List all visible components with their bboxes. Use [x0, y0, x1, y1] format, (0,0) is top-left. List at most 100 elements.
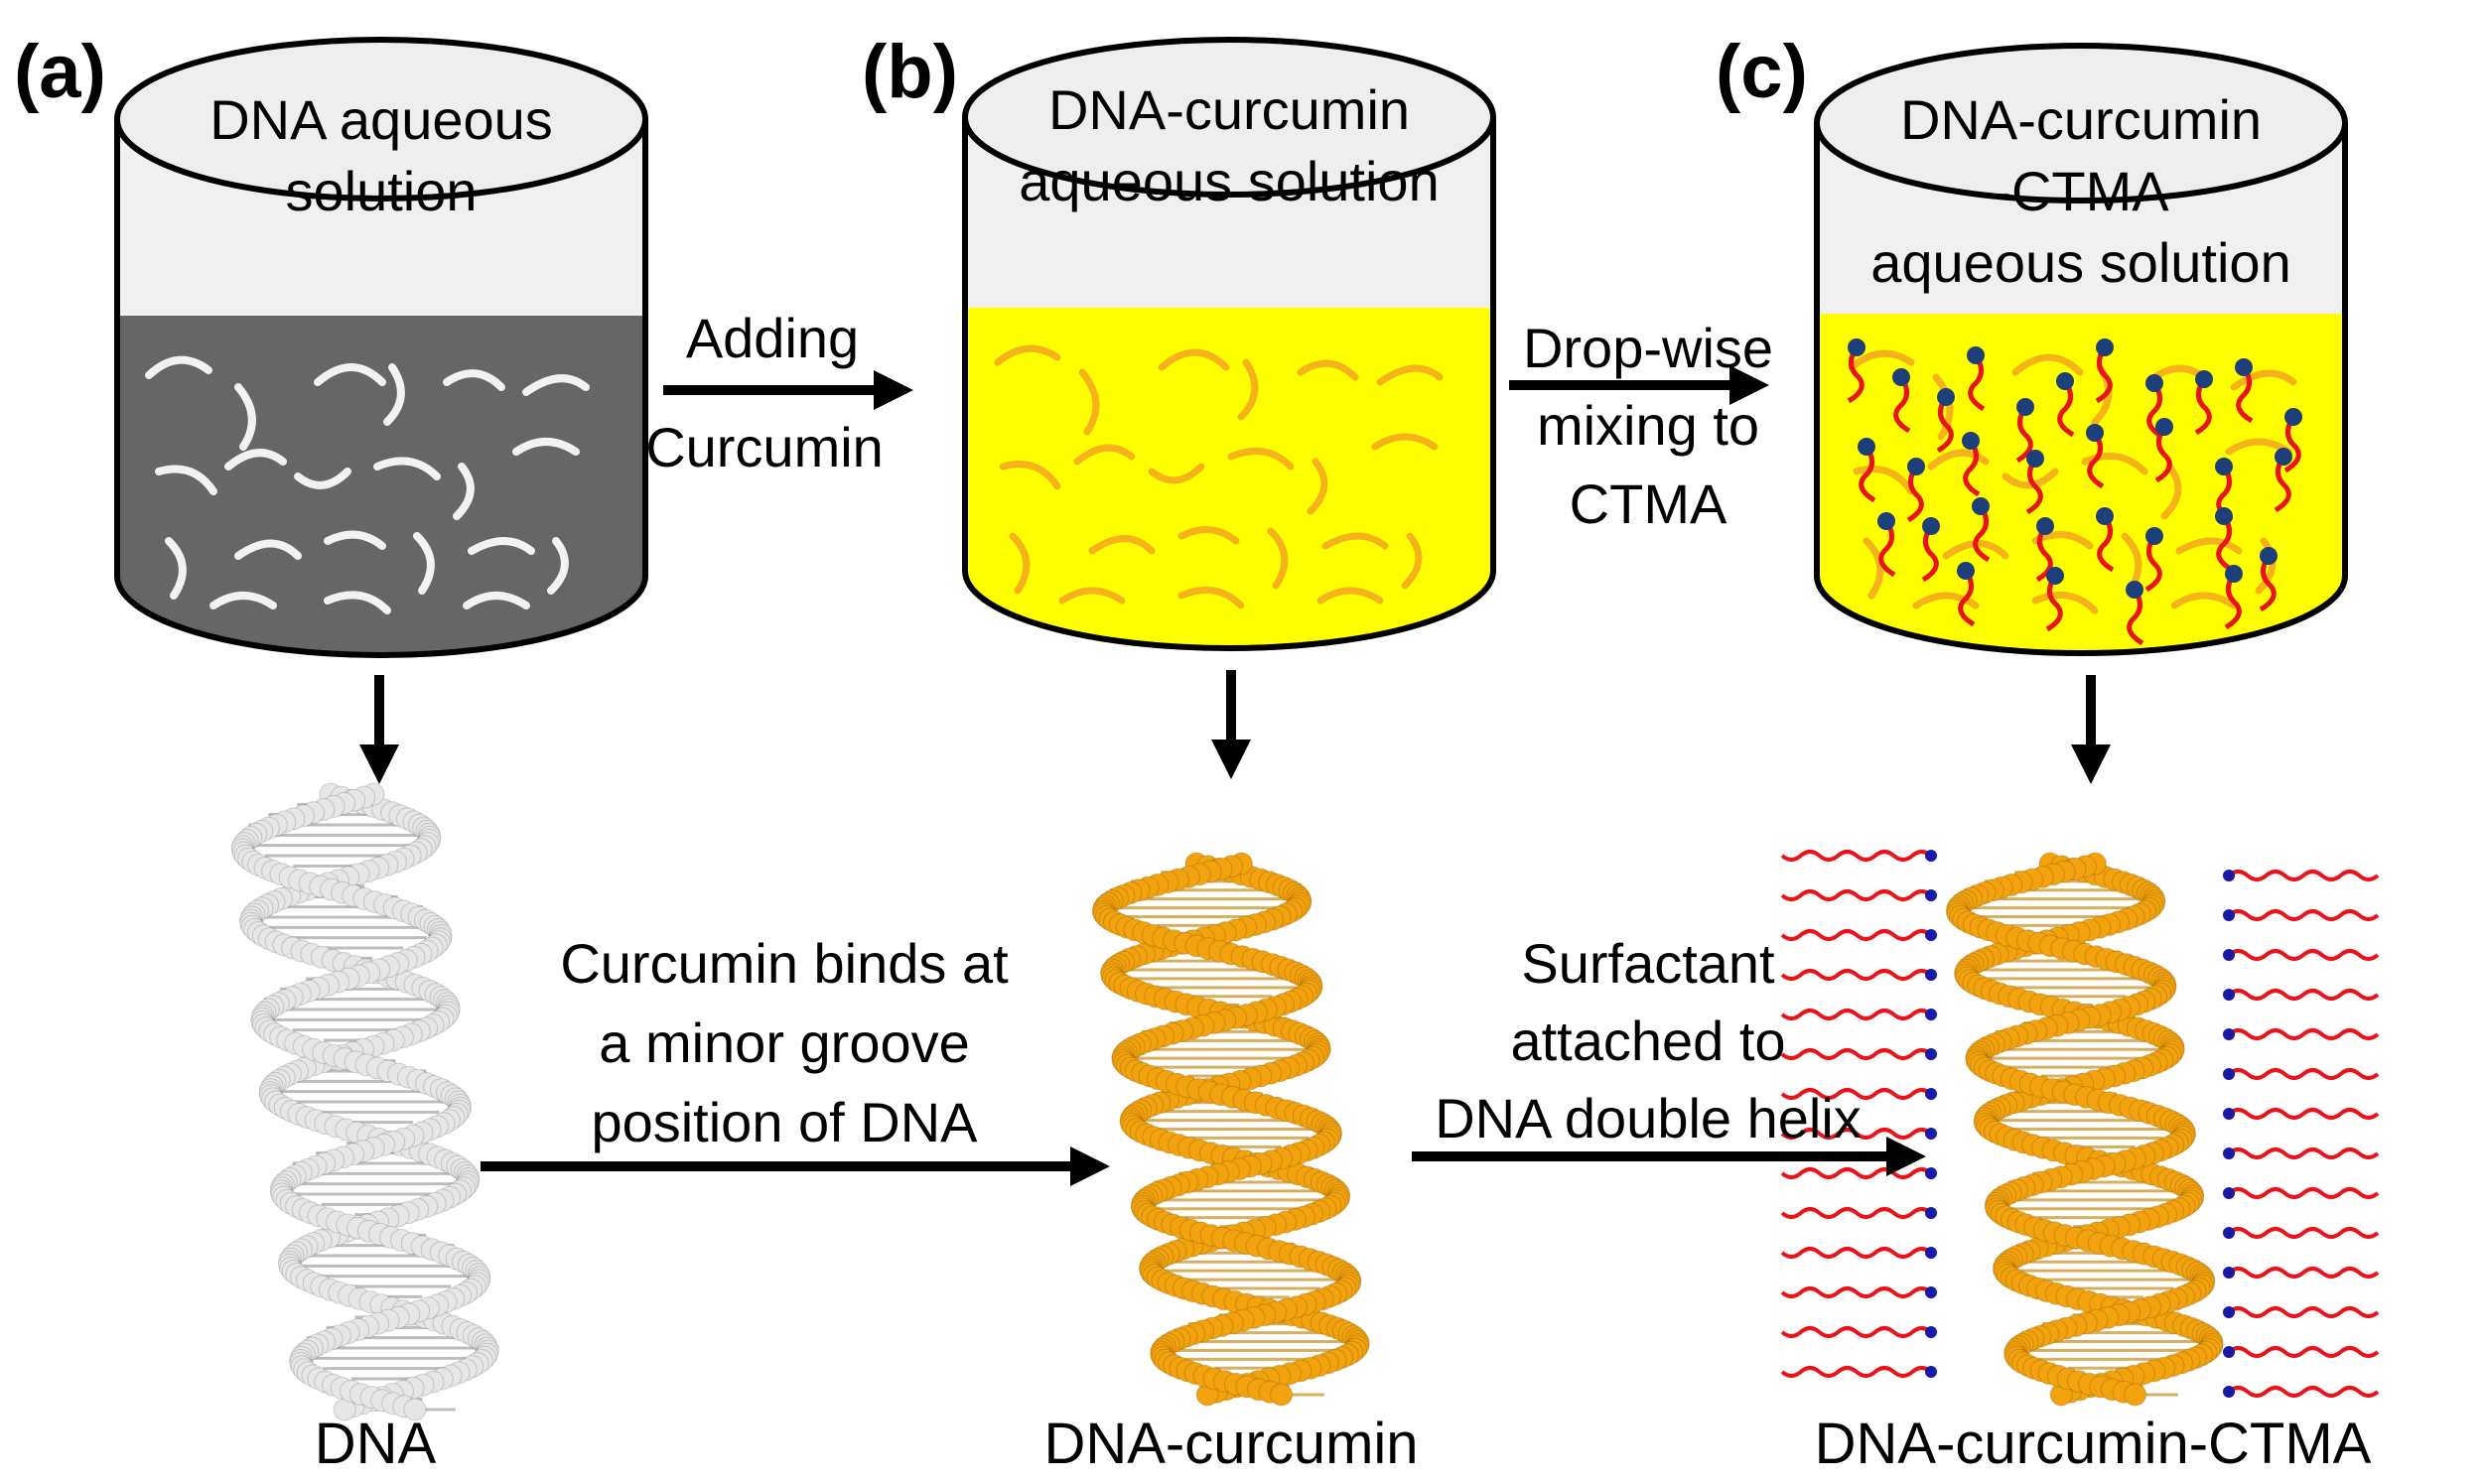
- surfactant-tail: [1780, 889, 1933, 901]
- surfactant-head: [1925, 1048, 1937, 1060]
- surfactant-head: [2086, 424, 2104, 442]
- surfactant-tail: [1921, 524, 1939, 583]
- surfactant-head: [2215, 458, 2233, 475]
- surfactant-head: [2223, 1108, 2235, 1120]
- surfactant-tail: [2224, 572, 2242, 630]
- step-label-mixing-to: mixing to: [1537, 394, 1759, 457]
- surfactant-head: [2260, 547, 2278, 565]
- step-label-adding: Adding: [686, 307, 859, 369]
- surfactant-tail: [2227, 1187, 2380, 1199]
- surfactant-head: [1925, 1247, 1937, 1259]
- surfactant-tail: [1893, 375, 1911, 434]
- surfactant-tail: [2035, 524, 2053, 583]
- surfactant-tail: [1847, 345, 1864, 404]
- surfactant-head: [2016, 398, 2034, 416]
- surfactant-head: [1922, 517, 1940, 535]
- surfactant-tail: [2227, 870, 2380, 881]
- container-b-wall: [962, 119, 1496, 651]
- container-a-text-2: solution: [285, 160, 477, 222]
- surfactant-tail: [2227, 1267, 2380, 1279]
- surfactant-head: [1858, 438, 1875, 456]
- surfactant-tail: [2087, 431, 2105, 489]
- surfactant-head: [1892, 368, 1910, 386]
- surfactant-head: [1925, 1128, 1937, 1140]
- helix-bead: [2124, 1383, 2147, 1407]
- surfactant-tail: [2227, 1386, 2380, 1398]
- surfactant-head: [1967, 346, 1985, 364]
- surfactant-tail: [1780, 929, 1933, 941]
- surfactant-head: [1907, 458, 1925, 475]
- surfactant-tail: [1780, 1366, 1933, 1378]
- step-label-surfactant-3: DNA double helix: [1435, 1087, 1862, 1149]
- surfactant-head: [1962, 432, 1980, 450]
- dna-fragments-c: [1848, 349, 2297, 614]
- surfactant-head: [2215, 507, 2233, 525]
- surfactant-tail: [1780, 850, 1933, 862]
- surfactant-head: [1925, 889, 1937, 901]
- surfactant-head: [2223, 1267, 2235, 1279]
- surfactant-head: [2223, 1187, 2235, 1199]
- surfactant-head: [2096, 507, 2114, 525]
- surfactant-head: [1972, 497, 1990, 515]
- surfactant-head: [1925, 969, 1937, 981]
- step-label-surfactant-1: Surfactant: [1521, 932, 1775, 995]
- surfactant-head: [2223, 1386, 2235, 1398]
- surfactant-tail: [2227, 989, 2380, 1001]
- step-label-dropwise: Drop-wise: [1523, 317, 1773, 379]
- surfactant-head: [1925, 1167, 1937, 1179]
- surfactant-tail: [1973, 504, 1991, 563]
- helix-dna: [230, 782, 499, 1421]
- helix-bead: [1270, 1383, 1294, 1407]
- surfactant-tail: [2194, 377, 2212, 436]
- surfactant-head: [2284, 408, 2302, 426]
- product-label-dna-curcumin-ctma: DNA-curcumin-CTMA: [1815, 1412, 2372, 1476]
- surfactant-tail: [2097, 514, 2115, 573]
- surfactant-tail: [2146, 381, 2164, 440]
- panel-label-a: (a): [14, 30, 106, 114]
- surfactant-tail: [2025, 457, 2043, 515]
- container-b-text-1: DNA-curcumin: [1048, 78, 1410, 141]
- surfactant-tail: [1780, 1009, 1933, 1020]
- dna-fragments-b: [994, 344, 1444, 609]
- helix-bead: [403, 1398, 427, 1421]
- surfactant-molecules-c: [1847, 338, 2302, 646]
- surfactant-head: [2223, 949, 2235, 961]
- surfactant-head: [2036, 517, 2054, 535]
- panel-label-b: (b): [862, 30, 958, 114]
- surfactant-tail: [2227, 1028, 2380, 1040]
- container-a: [114, 37, 648, 658]
- product-label-dna: DNA: [315, 1412, 437, 1476]
- surfactant-tail: [1780, 1048, 1933, 1060]
- surfactant-tail: [1878, 519, 1896, 578]
- surfactant-head: [2056, 372, 2074, 390]
- surfactant-head: [2126, 581, 2143, 599]
- surfactant-tail: [1906, 465, 1924, 523]
- surfactant-tail: [1780, 1247, 1933, 1259]
- surfactant-head: [2223, 1028, 2235, 1040]
- surfactant-tail: [2259, 554, 2277, 612]
- surfactant-head: [2026, 450, 2044, 468]
- dna-fragments-a: [145, 355, 590, 614]
- surfactant-head: [1877, 512, 1895, 530]
- surfactant-head: [2223, 1227, 2235, 1239]
- container-a-lid: [114, 37, 648, 202]
- surfactant-head: [2145, 527, 2163, 545]
- surfactant-tail: [1963, 439, 1981, 497]
- surfactant-head: [2223, 989, 2235, 1001]
- surfactant-head: [2195, 370, 2213, 388]
- surfactant-tail: [2227, 1147, 2380, 1159]
- surfactant-head: [1848, 338, 1865, 356]
- surfactant-tail: [2216, 514, 2234, 573]
- surfactant-head: [1937, 388, 1955, 406]
- surfactant-tail: [2057, 379, 2075, 438]
- panel-label-c: (c): [1716, 30, 1808, 114]
- step-label-binds-1: Curcumin binds at: [560, 932, 1009, 995]
- surfactant-tail: [2236, 365, 2254, 424]
- container-c-text-2: -CTMA: [1993, 160, 2169, 222]
- surfactant-tail: [1780, 969, 1933, 981]
- step-label-curcumin: Curcumin: [645, 416, 884, 478]
- surfactant-tail: [1780, 1286, 1933, 1298]
- surfactant-tail: [1936, 395, 1954, 454]
- surfactant-tail: [2227, 1346, 2380, 1358]
- helix-dna-curcumin-ctma: [1780, 850, 2380, 1407]
